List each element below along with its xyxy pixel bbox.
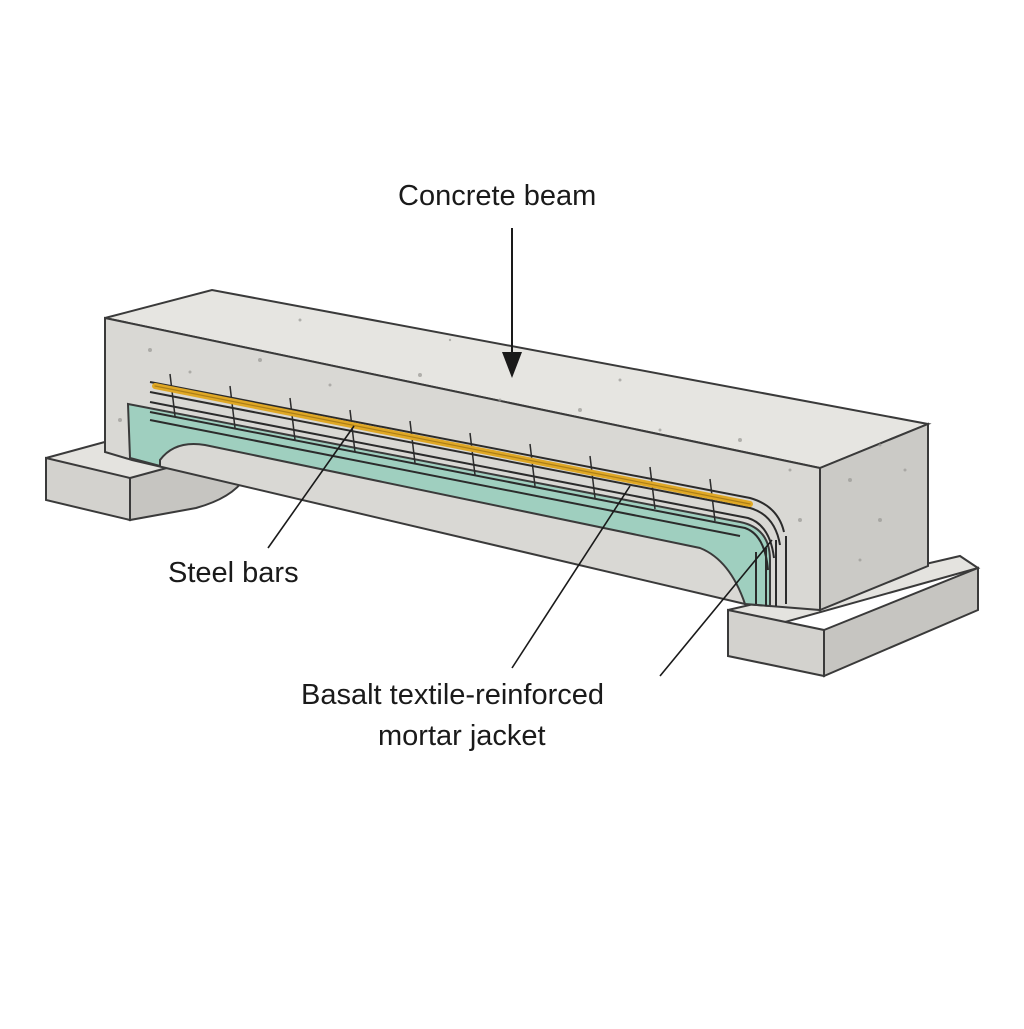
jacket-leader-line-2 [659,539,773,677]
right-support-block [727,554,981,678]
jacket-label-line-1: Basalt textile-reinforced [301,679,605,711]
concrete-beam-arrow [502,228,522,378]
jacket-leader-line-1 [511,485,631,669]
steel-bars-leader-line [267,425,355,549]
mortar-jacket [126,402,771,608]
concrete-beam-label: Concrete beam [398,180,597,212]
steel-bar [152,383,753,507]
steel-bars-label: Steel bars [168,557,299,589]
jacket-label-line-2: mortar jacket [378,720,546,752]
textile-mesh [149,373,787,606]
